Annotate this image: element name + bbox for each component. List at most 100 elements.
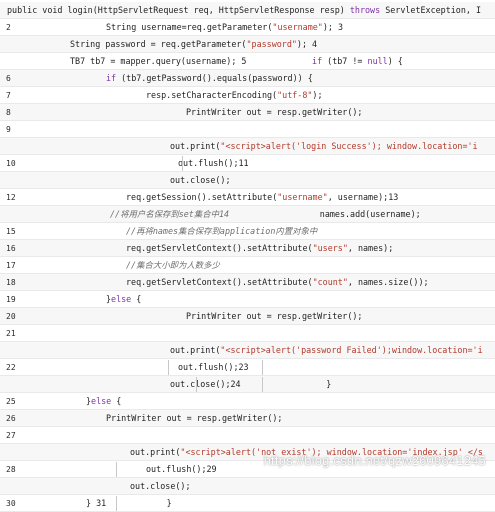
line-number bbox=[0, 36, 26, 52]
code-text: req.getSession().setAttribute("username"… bbox=[126, 189, 399, 205]
code-token: req.getServletContext().setAttribute( bbox=[126, 243, 313, 253]
line-number: 26 bbox=[6, 414, 16, 423]
code-text: //将用户名保存到set集合中14 names.add(username); bbox=[110, 206, 421, 222]
code-token: } 31 bbox=[86, 498, 107, 508]
code-text: //集合大小即为人数多少 bbox=[126, 257, 220, 273]
code-text: //再将names集合保存到application内置对象中 bbox=[126, 223, 317, 239]
code-token: out.close(); bbox=[130, 481, 191, 491]
code-token: ); 4 bbox=[296, 39, 318, 49]
code-text: PrintWriter out = resp.getWriter(); bbox=[186, 104, 363, 120]
code-text: PrintWriter out = resp.getWriter(); bbox=[106, 410, 282, 426]
code-token: "<script>alert('not exist'); window.loca… bbox=[180, 447, 483, 457]
code-line[interactable]: 8 PrintWriter out = resp.getWriter(); bbox=[0, 104, 495, 121]
code-line[interactable]: out.close(); bbox=[0, 172, 495, 189]
code-text: TB7 tb7 = mapper.query(username); 5 if (… bbox=[70, 53, 403, 69]
code-token: { bbox=[111, 396, 122, 406]
code-token: //集合大小即为人数多少 bbox=[126, 260, 220, 270]
watermark: https://blog.csdn.net/qzw2609641245 bbox=[263, 453, 486, 468]
code-token: //将用户名保存到set集合中14 bbox=[110, 209, 230, 219]
code-line[interactable]: 12 req.getSession().setAttribute("usernam… bbox=[0, 189, 495, 206]
code-token: "<script>alert('password Failed');window… bbox=[220, 345, 483, 355]
line-number: 20 bbox=[6, 312, 16, 321]
code-token: ); bbox=[312, 90, 323, 100]
code-text: resp.setCharacterEncoding("utf-8"); bbox=[146, 87, 323, 103]
code-text: req.getServletContext().setAttribute("co… bbox=[126, 274, 429, 290]
code-token: public void bbox=[7, 5, 68, 15]
code-line[interactable]: 26 PrintWriter out = resp.getWriter(); bbox=[0, 410, 495, 427]
code-token: { bbox=[131, 294, 142, 304]
code-line[interactable]: 27 bbox=[0, 427, 495, 444]
code-token: "users" bbox=[312, 243, 348, 253]
line-number: 12 bbox=[6, 193, 16, 202]
code-token: ); 3 bbox=[322, 22, 343, 32]
code-token: out.flush();23 bbox=[178, 362, 249, 372]
code-token: resp.setCharacterEncoding( bbox=[146, 90, 278, 100]
line-number bbox=[0, 342, 26, 358]
code-line[interactable]: out.print("<script>alert('password Faile… bbox=[0, 342, 495, 359]
code-line[interactable]: 30 } 31 } bbox=[0, 495, 495, 512]
code-token: names.add(username); bbox=[229, 209, 421, 219]
code-token bbox=[246, 56, 312, 66]
code-token: , username);13 bbox=[327, 192, 399, 202]
line-number: 19 bbox=[6, 295, 16, 304]
code-text: }else { bbox=[106, 291, 142, 307]
code-line[interactable]: out.close(); bbox=[0, 478, 495, 495]
code-token: , names); bbox=[347, 243, 394, 253]
code-line[interactable]: //将用户名保存到set集合中14 names.add(username); bbox=[0, 206, 495, 223]
code-line[interactable]: out.print("<script>alert('login Success'… bbox=[0, 138, 495, 155]
code-token: if bbox=[312, 56, 323, 66]
line-number bbox=[0, 53, 26, 69]
code-line[interactable]: 25}else { bbox=[0, 393, 495, 410]
code-token: String password = req.getParameter( bbox=[70, 39, 247, 49]
code-token: PrintWriter out = resp.getWriter(); bbox=[186, 107, 363, 117]
code-token: else bbox=[111, 294, 132, 304]
code-line[interactable]: 15//再将names集合保存到application内置对象中 bbox=[0, 223, 495, 240]
code-text: out.print("<script>alert('not exist'); w… bbox=[130, 444, 483, 460]
code-token: } bbox=[106, 294, 112, 304]
code-text: } 31 } bbox=[86, 495, 172, 511]
code-token: null bbox=[367, 56, 388, 66]
code-token: String username=req.getParameter( bbox=[106, 22, 273, 32]
code-token: out.print( bbox=[130, 447, 181, 457]
code-token: throws bbox=[349, 5, 381, 15]
code-line[interactable]: 9 bbox=[0, 121, 495, 138]
code-text: out.close(); bbox=[130, 478, 191, 494]
code-text: out.flush();11 bbox=[178, 155, 249, 171]
line-number: 28 bbox=[6, 465, 16, 474]
cell-divider bbox=[182, 156, 183, 171]
code-token: "<script>alert('login Success'); window.… bbox=[220, 141, 478, 151]
code-token: out.print( bbox=[170, 141, 221, 151]
code-token: TB7 tb7 = mapper.query(username); 5 bbox=[70, 56, 247, 66]
code-line[interactable]: public void login(HttpServletRequest req… bbox=[0, 2, 495, 19]
cell-divider bbox=[196, 377, 197, 392]
code-token: } bbox=[86, 396, 92, 406]
code-line[interactable]: 19}else { bbox=[0, 291, 495, 308]
line-number bbox=[0, 206, 26, 222]
line-number: 30 bbox=[6, 499, 16, 508]
code-line[interactable]: out.print("<script>alert('not exist'); w… bbox=[0, 444, 495, 461]
code-line[interactable]: String password = req.getParameter("pass… bbox=[0, 36, 495, 53]
code-token: if bbox=[106, 73, 117, 83]
code-line[interactable]: out.close();24 } bbox=[0, 376, 495, 393]
code-token: "utf-8" bbox=[277, 90, 313, 100]
line-number: 6 bbox=[6, 74, 11, 83]
code-text: String password = req.getParameter("pass… bbox=[70, 36, 318, 52]
cell-divider bbox=[262, 377, 263, 392]
line-number: 9 bbox=[6, 125, 11, 134]
code-line[interactable]: 17//集合大小即为人数多少 bbox=[0, 257, 495, 274]
code-token: ServletException, I bbox=[380, 5, 481, 15]
code-line[interactable]: TB7 tb7 = mapper.query(username); 5 if (… bbox=[0, 53, 495, 70]
code-line[interactable]: 21 bbox=[0, 325, 495, 342]
code-text: out.close(); bbox=[170, 172, 231, 188]
code-token: out.flush();29 bbox=[146, 464, 217, 474]
line-number: 8 bbox=[6, 108, 11, 117]
